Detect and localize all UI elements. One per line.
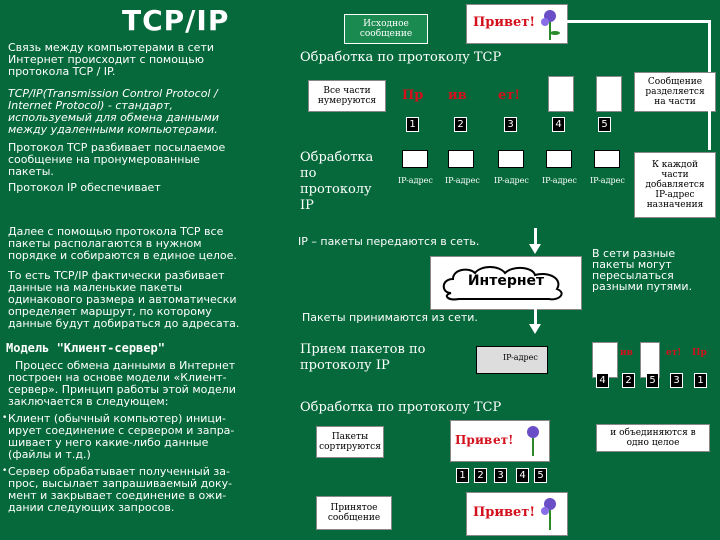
flower-icon bbox=[592, 342, 618, 378]
internet-cloud-box: Интернет bbox=[430, 256, 582, 310]
server-bullet: Сервер обрабатывает полученный за- прос,… bbox=[8, 465, 233, 514]
part-number: 1 bbox=[456, 468, 469, 483]
final-greeting-box: Привет! bbox=[466, 492, 568, 536]
ip-processing-heading: Обработка по протоколу IP bbox=[300, 150, 374, 213]
part-number: 1 bbox=[406, 117, 419, 132]
flower-icon bbox=[537, 495, 563, 531]
tcp-split-text: Протокол TCP разбивает посылаемое сообще… bbox=[8, 141, 226, 178]
ip-label: IP-адрес bbox=[590, 176, 625, 185]
part-number: 4 bbox=[552, 117, 565, 132]
received-text: Пакеты принимаются из сети. bbox=[302, 311, 478, 324]
part-number: 2 bbox=[474, 468, 487, 483]
model-description: Процесс обмена данными в Интернет постро… bbox=[8, 359, 236, 408]
ip-to-network-text: IP – пакеты передаются в сеть. bbox=[298, 235, 480, 248]
sorted-box: Пакеты сортируются bbox=[316, 426, 384, 458]
envelope-icon bbox=[498, 150, 524, 168]
combined-note-box: и объединяются в одно целое bbox=[596, 424, 710, 452]
flower-icon bbox=[521, 423, 545, 457]
part-number: 2 bbox=[454, 117, 467, 132]
summary-text: То есть TCP/IP фактически разбивает данн… bbox=[8, 269, 240, 330]
fragment-2: ив bbox=[448, 88, 467, 103]
flower-icon bbox=[537, 7, 563, 41]
part-number: 1 bbox=[694, 373, 707, 388]
ip-provides-text: Протокол IP обеспечивает bbox=[8, 181, 161, 194]
sorted-fragment: ив bbox=[475, 433, 493, 447]
page-title: TCP/IP bbox=[122, 4, 230, 37]
part-number: 4 bbox=[596, 373, 609, 388]
ip-label: IP-адрес bbox=[542, 176, 577, 185]
client-bullet: Клиент (обычный компьютер) иници- ирует … bbox=[8, 412, 235, 461]
tcp-processing-heading-2: Обработка по протоколу TCP bbox=[300, 400, 502, 415]
arrow-down-icon bbox=[529, 244, 541, 254]
flower-icon bbox=[596, 76, 622, 112]
sorted-fragment: Пр bbox=[455, 433, 475, 447]
envelope-stack-icon: IP-адрес bbox=[476, 346, 548, 374]
greeting-text: Привет! bbox=[473, 15, 536, 30]
numbered-parts-box: Все части нумеруются bbox=[308, 80, 386, 112]
ip-address-note-box: К каждой части добавляется IP-адрес назн… bbox=[634, 152, 716, 218]
envelope-icon bbox=[594, 150, 620, 168]
intro-text: Связь между компьютерами в сети Интернет… bbox=[8, 41, 214, 78]
envelope-icon bbox=[546, 150, 572, 168]
part-number: 5 bbox=[646, 373, 659, 388]
split-note-box: Сообщение разделяется на части bbox=[634, 72, 716, 112]
connector-line bbox=[566, 20, 710, 23]
part-number: 3 bbox=[504, 117, 517, 132]
part-number: 3 bbox=[670, 373, 683, 388]
connector-line bbox=[708, 110, 711, 150]
recv-fragment: Пр bbox=[692, 348, 707, 358]
internet-label: Интернет bbox=[467, 273, 545, 289]
routes-note: В сети разные пакеты могут пересылаться … bbox=[592, 247, 693, 293]
bullet-icon: • bbox=[2, 466, 8, 476]
tcp-processing-heading: Обработка по протоколу TCP bbox=[300, 50, 502, 65]
sorted-fragment: ет! bbox=[493, 433, 514, 447]
ip-label: IP-адрес bbox=[494, 176, 529, 185]
part-number: 3 bbox=[494, 468, 507, 483]
fragment-3: ет! bbox=[498, 88, 521, 103]
recv-fragment: ив bbox=[620, 348, 633, 358]
greeting-box: Привет! bbox=[466, 4, 568, 44]
part-number: 5 bbox=[598, 117, 611, 132]
ip-label: IP-адрес bbox=[398, 176, 433, 185]
ip-label: IP-адрес bbox=[503, 353, 538, 362]
final-greeting-text: Привет! bbox=[473, 505, 536, 520]
ip-label: IP-адрес bbox=[445, 176, 480, 185]
envelope-icon bbox=[448, 150, 474, 168]
bullet-icon: • bbox=[2, 413, 8, 423]
fragment-1: Пр bbox=[402, 88, 424, 103]
arrow-down-icon bbox=[529, 324, 541, 334]
ip-receive-heading: Прием пакетов по протоколу IP bbox=[300, 342, 426, 373]
part-number: 4 bbox=[516, 468, 529, 483]
accepted-message-box: Принятое сообщение bbox=[316, 496, 392, 530]
arrow-shaft bbox=[534, 308, 537, 324]
tcpip-definition: TCP/IP(Transmission Control Protocol / I… bbox=[8, 87, 220, 136]
source-message-box: Исходное сообщение bbox=[344, 14, 428, 44]
recv-fragment: ет! bbox=[666, 348, 682, 358]
part-number: 2 bbox=[622, 373, 635, 388]
part-number: 5 bbox=[534, 468, 547, 483]
arrow-shaft bbox=[534, 228, 537, 244]
cloud-icon bbox=[439, 263, 571, 303]
connector-line bbox=[708, 20, 711, 80]
tcp-assemble-text: Далее с помощью протокола TCP все пакеты… bbox=[8, 225, 237, 262]
flower-icon bbox=[548, 76, 574, 112]
envelope-icon bbox=[402, 150, 428, 168]
sorted-message-box: Пр ив ет! bbox=[450, 420, 550, 462]
model-heading: Модель "Клиент-сервер" bbox=[6, 341, 165, 355]
